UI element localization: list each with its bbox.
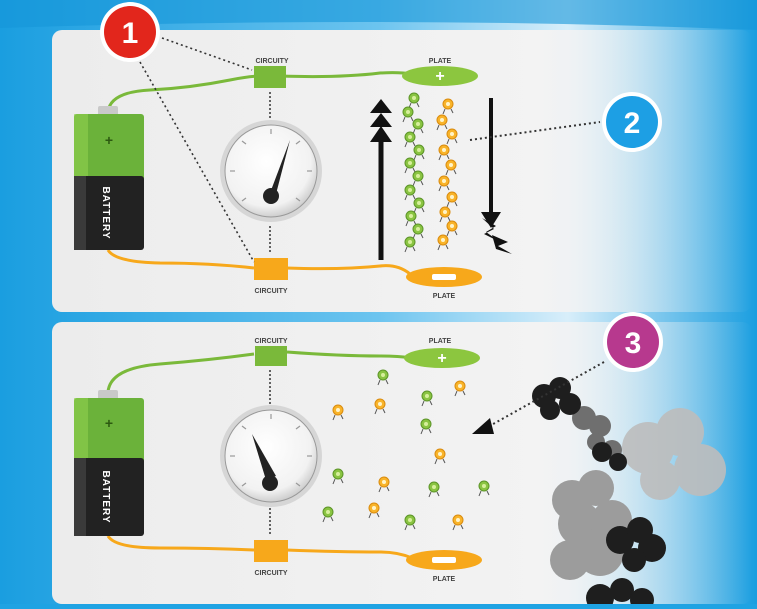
plate-label-bottom-1: PLATE	[433, 293, 456, 300]
badge-2: 2	[602, 92, 662, 152]
gauge-1-needle	[270, 140, 290, 194]
plate-label-bottom-2: PLATE	[433, 576, 456, 583]
battery-2-label: BATTERY	[100, 470, 111, 523]
battery-2: + BATTERY	[74, 390, 144, 536]
battery-1: + BATTERY	[74, 106, 144, 250]
badge-1: 1	[100, 2, 160, 62]
gauge-1	[220, 120, 322, 222]
circuitry-box-bottom-1	[254, 258, 288, 280]
circuitry-box-top-1	[254, 66, 286, 88]
badge-3-arrowhead	[472, 418, 494, 434]
badge-1-connector-bottom	[139, 61, 255, 263]
badge-1-number: 1	[122, 17, 139, 50]
plate-label-top-2: PLATE	[429, 338, 452, 345]
circuitry-label-top-2: CIRCUITY	[254, 338, 287, 345]
plate-positive-2-sign: +	[437, 350, 446, 367]
plate-positive-1	[402, 66, 478, 86]
green-wire-right	[279, 71, 413, 79]
circuitry-box-bottom-2	[254, 540, 288, 562]
top-band	[0, 0, 757, 30]
smoke-clouds	[532, 377, 726, 609]
panel-charged	[52, 30, 752, 312]
gauge-2	[220, 405, 322, 507]
badge-1-connector-top	[161, 37, 253, 71]
plate-positive-1-sign: +	[435, 68, 444, 85]
badge-3-number: 3	[625, 327, 642, 360]
circuitry-label-bottom-1: CIRCUITY	[254, 288, 287, 295]
badge-2-number: 2	[624, 107, 641, 140]
panel-2-circuit: + BATTERY CIRCUITY CIRCUITY PLATE	[74, 338, 490, 583]
discharge-down-arrow	[481, 98, 512, 254]
plate-label-top-1: PLATE	[429, 58, 452, 65]
circuitry-label-bottom-2: CIRCUITY	[254, 570, 287, 577]
plate-negative-1-sign	[432, 274, 456, 280]
badge-3: 3	[603, 312, 663, 372]
plate-positive-2	[404, 348, 480, 368]
circuitry-box-top-2	[255, 346, 287, 366]
battery-1-label: BATTERY	[100, 186, 111, 239]
panel-1-circuit: + BATTERY CIRCUITY CIRCUITY	[74, 58, 601, 300]
charge-up-arrow	[370, 99, 392, 260]
orange-wire-right	[285, 264, 411, 276]
gauge-2-needle	[252, 434, 276, 480]
battery-1-plus: +	[105, 132, 113, 148]
green-wire-left	[106, 74, 263, 113]
badge-2-connector	[469, 121, 601, 141]
orange-wire-left	[106, 249, 255, 270]
battery-2-plus: +	[105, 415, 113, 431]
plate-negative-2-sign	[432, 557, 456, 563]
circuitry-label-top-1: CIRCUITY	[255, 58, 288, 65]
